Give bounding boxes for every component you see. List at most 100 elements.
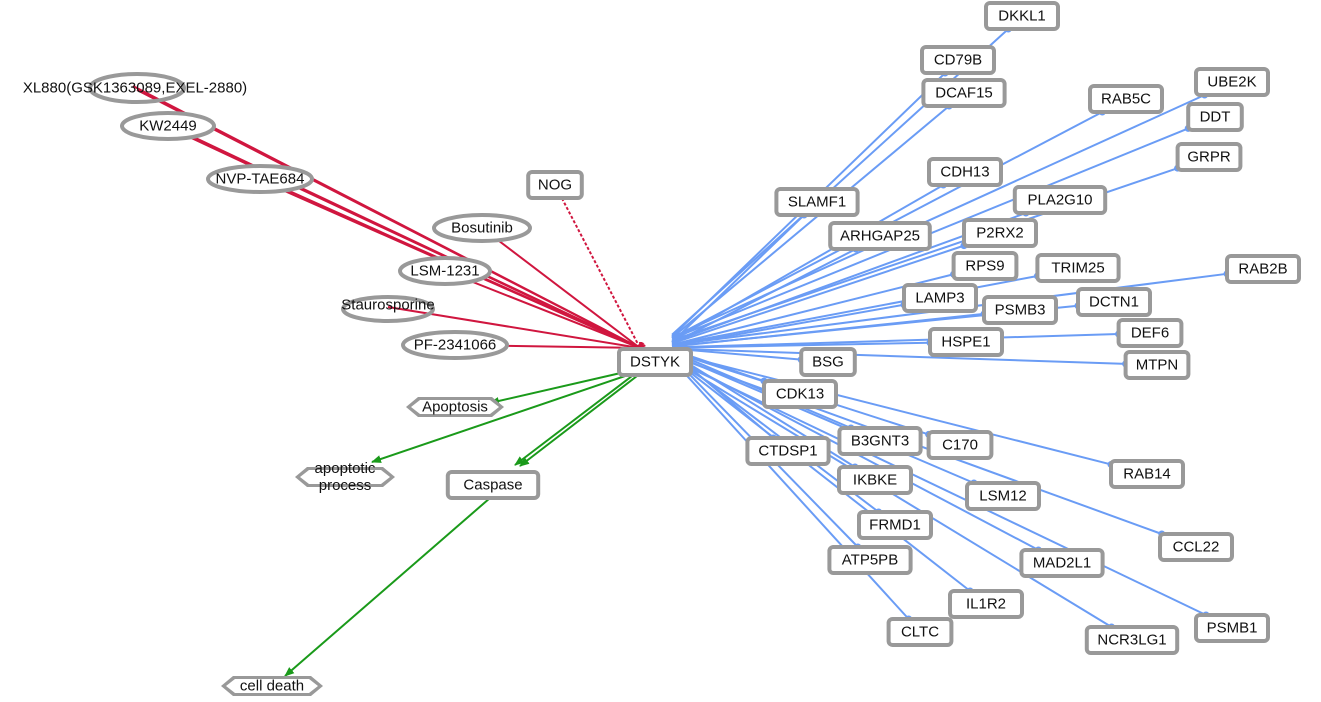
node-ctdsp1[interactable]: CTDSP1	[745, 436, 831, 466]
node-lsm-1231[interactable]: LSM-1231	[398, 256, 492, 286]
edge-dstyk-lamp3	[671, 303, 905, 347]
node-ellipse	[432, 213, 532, 243]
node-box	[1109, 459, 1185, 489]
node-nvp-tae684[interactable]: NVP-TAE684	[206, 164, 314, 194]
edge-dstyk-cltc	[671, 358, 910, 620]
node-b3gnt3[interactable]: B3GNT3	[837, 426, 923, 456]
node-def6[interactable]: DEF6	[1116, 318, 1184, 348]
node-staurosporine[interactable]: Staurosporine	[341, 295, 435, 323]
node-cltc[interactable]: CLTC	[886, 617, 954, 647]
node-label: MAD2L1	[1033, 555, 1091, 572]
node-box	[827, 545, 913, 575]
node-label: IKBKE	[853, 472, 897, 489]
node-dstyk[interactable]: DSTYK	[617, 347, 693, 377]
node-rps9[interactable]: RPS9	[951, 251, 1019, 281]
node-dctn1[interactable]: DCTN1	[1076, 287, 1152, 317]
node-cdk13[interactable]: CDK13	[762, 379, 838, 409]
node-label: BSG	[812, 354, 844, 371]
node-dkkl1[interactable]: DKKL1	[984, 1, 1060, 31]
node-cd79b[interactable]: CD79B	[920, 45, 996, 75]
node-box	[926, 430, 994, 460]
node-label: apoptotic	[315, 460, 376, 477]
node-ikbke[interactable]: IKBKE	[837, 465, 913, 495]
node-kw2449[interactable]: KW2449	[120, 111, 216, 141]
node-pla2g10[interactable]: PLA2G10	[1012, 185, 1108, 215]
node-label: DKKL1	[998, 8, 1046, 25]
node-label: RAB5C	[1101, 91, 1151, 108]
node-caspase[interactable]: Caspase	[445, 470, 541, 500]
node-rab14[interactable]: RAB14	[1109, 459, 1185, 489]
node-grpr[interactable]: GRPR	[1175, 142, 1243, 172]
node-nog[interactable]: NOG	[526, 170, 584, 200]
node-mtpn[interactable]: MTPN	[1123, 350, 1191, 380]
node-box	[745, 436, 831, 466]
node-ccl22[interactable]: CCL22	[1158, 532, 1234, 562]
edge-dstyk-arhgap25	[671, 248, 857, 345]
node-ncr3lg1[interactable]: NCR3LG1	[1084, 625, 1180, 655]
node-ddt[interactable]: DDT	[1186, 102, 1244, 132]
node-trim25[interactable]: TRIM25	[1035, 253, 1121, 283]
node-label: CLTC	[901, 624, 939, 641]
node-box	[886, 617, 954, 647]
node-box	[837, 426, 923, 456]
node-ellipse	[206, 164, 314, 194]
node-box	[948, 589, 1024, 619]
edge-dstyk-cdh13	[671, 184, 944, 342]
node-box	[526, 170, 584, 200]
node-lamp3[interactable]: LAMP3	[902, 283, 978, 313]
node-c170[interactable]: C170	[926, 430, 994, 460]
node-box	[965, 481, 1041, 511]
activate-edge	[489, 371, 626, 405]
node-box	[1194, 67, 1270, 97]
node-box	[1158, 532, 1234, 562]
node-label: process	[319, 477, 372, 494]
node-bsg[interactable]: BSG	[799, 347, 857, 377]
edge-dstyk-b3gnt3	[671, 350, 852, 429]
node-label: XL880(GSK1363089,EXEL-2880)	[23, 80, 247, 97]
node-psmb3[interactable]: PSMB3	[982, 295, 1058, 325]
node-box	[902, 283, 978, 313]
node-rab2b[interactable]: RAB2B	[1225, 254, 1301, 284]
node-label: ATP5PB	[842, 552, 898, 569]
node-ellipse	[401, 330, 509, 360]
node-apoptosis[interactable]: Apoptosis	[406, 397, 504, 417]
node-label: PSMB1	[1207, 620, 1258, 637]
node-label: HSPE1	[941, 334, 990, 351]
node-arhgap25[interactable]: ARHGAP25	[828, 221, 932, 251]
node-label: PF-2341066	[414, 337, 497, 354]
node-cell-death[interactable]: cell death	[221, 676, 323, 696]
node-label: SLAMF1	[788, 194, 846, 211]
node-psmb1[interactable]: PSMB1	[1194, 613, 1270, 643]
node-mad2l1[interactable]: MAD2L1	[1019, 548, 1105, 578]
node-xl880-gsk1363089-exel-2880[interactable]: XL880(GSK1363089,EXEL-2880)	[23, 72, 247, 104]
node-bosutinib[interactable]: Bosutinib	[432, 213, 532, 243]
node-cdh13[interactable]: CDH13	[927, 157, 1003, 187]
node-pf-2341066[interactable]: PF-2341066	[401, 330, 509, 360]
activate-edge	[514, 375, 633, 466]
node-frmd1[interactable]: FRMD1	[857, 510, 933, 540]
node-dcaf15[interactable]: DCAF15	[921, 78, 1007, 108]
node-label: LAMP3	[915, 290, 964, 307]
node-atp5pb[interactable]: ATP5PB	[827, 545, 913, 575]
node-p2rx2[interactable]: P2RX2	[962, 218, 1038, 248]
node-label: MTPN	[1136, 357, 1179, 374]
node-label: DEF6	[1131, 325, 1169, 342]
node-il1r2[interactable]: IL1R2	[948, 589, 1024, 619]
node-label: RAB14	[1123, 466, 1171, 483]
node-slamf1[interactable]: SLAMF1	[774, 187, 860, 217]
node-label: C170	[942, 437, 978, 454]
node-hspe1[interactable]: HSPE1	[928, 327, 1004, 357]
node-ube2k[interactable]: UBE2K	[1194, 67, 1270, 97]
node-lsm12[interactable]: LSM12	[965, 481, 1041, 511]
node-box	[774, 187, 860, 217]
node-label: cell death	[240, 678, 304, 695]
node-rab5c[interactable]: RAB5C	[1088, 84, 1164, 114]
node-label: TRIM25	[1051, 260, 1104, 277]
edge-dstyk-lsm12	[671, 353, 975, 484]
edge-dstyk-p2rx2	[671, 244, 965, 345]
node-label: Caspase	[463, 477, 522, 494]
node-label: B3GNT3	[851, 433, 909, 450]
node-box	[1012, 185, 1108, 215]
node-box	[1123, 350, 1191, 380]
